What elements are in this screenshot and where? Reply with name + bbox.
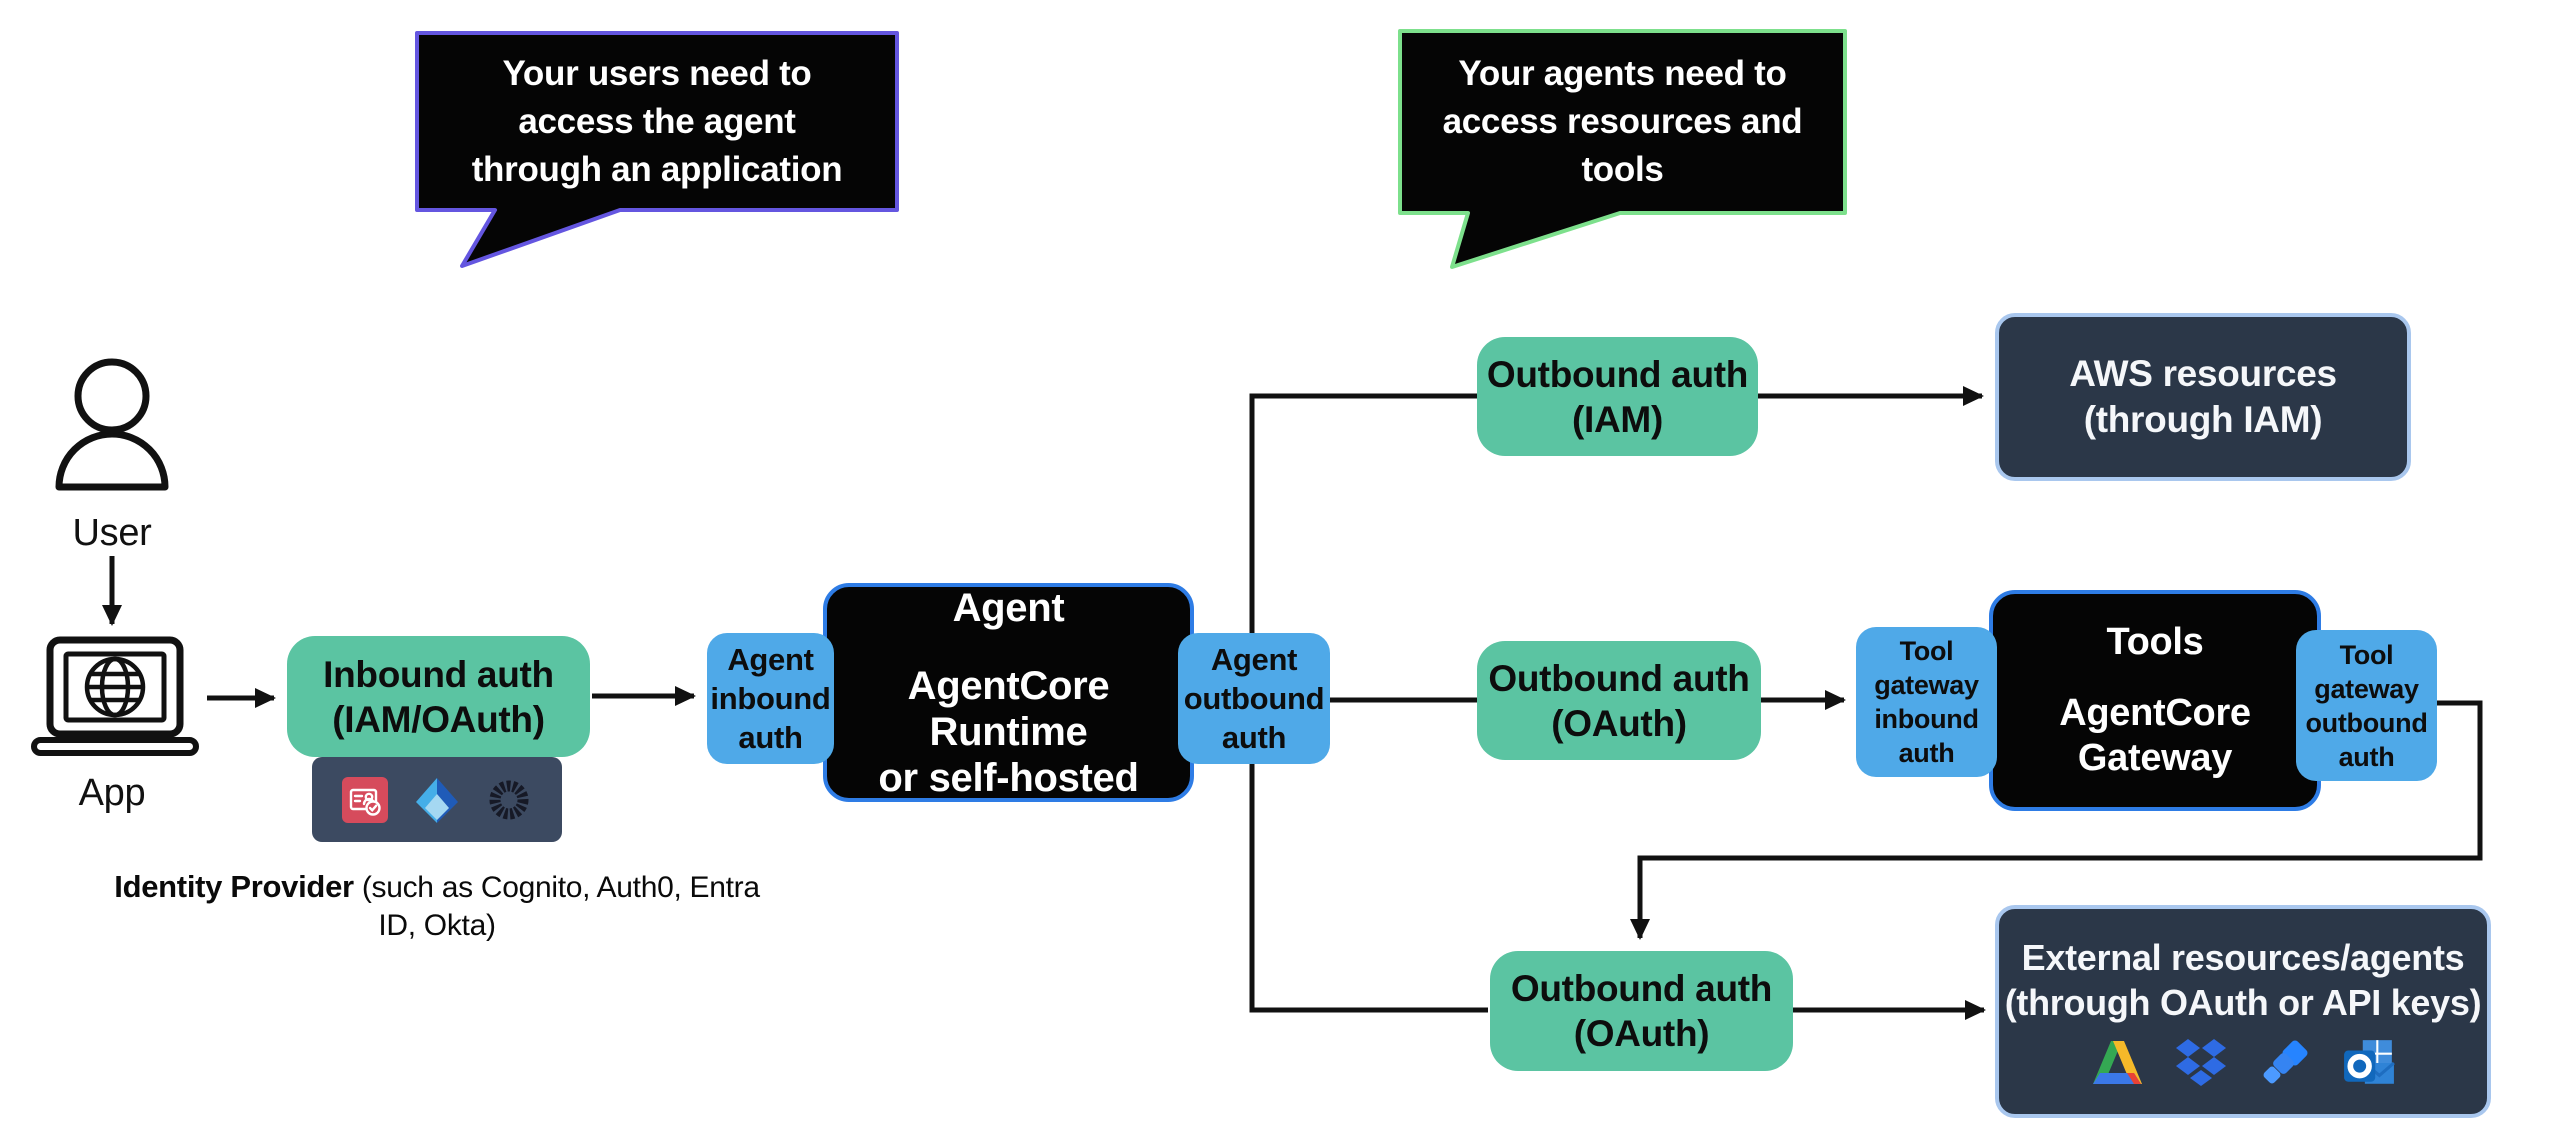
users-callout-text: Your users need to access the agent thro… xyxy=(417,33,897,210)
box-line: inbound xyxy=(1874,704,1979,734)
box-line: Outbound auth xyxy=(1488,657,1750,699)
inbound-auth-box: Inbound auth (IAM/OAuth) xyxy=(287,636,590,757)
outlook-icon xyxy=(2344,1039,2395,1084)
agent-outbound-auth-box: Agent outbound auth xyxy=(1178,633,1330,764)
dropbox-icon xyxy=(2176,1038,2226,1086)
box-line: gateway xyxy=(2314,673,2419,704)
callout-line: Your agents need to xyxy=(1458,54,1787,93)
box-line: Outbound auth xyxy=(1510,968,1773,1009)
users-callout-bubble xyxy=(415,31,899,268)
callout-line: access the agent xyxy=(518,101,796,141)
box-line: Agent xyxy=(1210,642,1298,677)
laptop-icon xyxy=(31,636,199,756)
external-resources-box: External resources/agents (through OAuth… xyxy=(1995,905,2491,1118)
box-line: auth xyxy=(1221,720,1287,755)
tools-title: Tools xyxy=(2106,621,2204,663)
box-line: Gateway xyxy=(2077,737,2233,779)
box-line: (through IAM) xyxy=(2083,399,2323,440)
agents-callout-text: Your agents need to access resources and… xyxy=(1400,31,1845,213)
box-line: outbound xyxy=(2305,707,2428,738)
callout-line: through an application xyxy=(471,149,843,189)
agent-inbound-auth-box: Agent inbound auth xyxy=(707,633,834,764)
arrow-gateway-to-oauth-bottom xyxy=(1630,700,2483,940)
callout-line: access resources and tools xyxy=(1442,102,1803,189)
box-line: Agent xyxy=(727,642,814,677)
box-line: (OAuth) xyxy=(1551,702,1687,744)
box-line: (IAM/OAuth) xyxy=(332,698,545,740)
identity-provider-title: Identity Provider xyxy=(114,869,354,904)
box-line: AgentCore Runtime xyxy=(907,663,1110,754)
box-line: inbound xyxy=(710,681,831,716)
box-line: auth xyxy=(738,720,803,755)
cognito-icon xyxy=(342,776,388,823)
okta-icon xyxy=(489,780,529,819)
callout-line: Your users need to xyxy=(502,53,812,93)
outbound-auth-oauth-mid-box: Outbound auth (OAuth) xyxy=(1477,641,1761,760)
box-line: or self-hosted xyxy=(878,755,1139,800)
box-line: AgentCore xyxy=(2059,692,2251,734)
outbound-auth-oauth-bottom-box: Outbound auth (OAuth) xyxy=(1490,951,1793,1071)
user-label: User xyxy=(72,512,152,554)
tool-gateway-outbound-auth-box: Tool gateway outbound auth xyxy=(2296,630,2437,781)
tools-gateway-box: Tools AgentCore Gateway xyxy=(1989,590,2321,811)
box-line: (IAM) xyxy=(1572,398,1663,440)
box-line: gateway xyxy=(1874,670,1979,700)
app-label: App xyxy=(78,772,146,814)
outbound-auth-iam-box: Outbound auth (IAM) xyxy=(1477,337,1758,456)
box-line: External resources/agents xyxy=(2021,936,2465,978)
box-line: auth xyxy=(2338,741,2395,772)
agents-callout-bubble xyxy=(1398,29,1847,269)
box-line: AWS resources xyxy=(2069,353,2337,394)
globe-icon xyxy=(84,656,146,718)
user-icon xyxy=(55,358,169,491)
box-line: (OAuth) xyxy=(1573,1013,1710,1054)
external-provider-icons xyxy=(2090,1037,2396,1089)
jira-icon xyxy=(2263,1040,2308,1083)
identity-provider-subtitle: (such as Cognito, Auth0, Entra ID, Okta) xyxy=(361,871,760,942)
identity-provider-box xyxy=(312,757,562,842)
aws-resources-box: AWS resources (through IAM) xyxy=(1995,313,2411,481)
google-drive-icon xyxy=(2093,1040,2142,1084)
box-line: Tool xyxy=(2339,639,2394,670)
identity-provider-caption: Identity Provider (such as Cognito, Auth… xyxy=(107,868,767,945)
box-line: Outbound auth xyxy=(1486,353,1749,395)
microsoft-entra-id-icon xyxy=(416,777,458,823)
box-line: auth xyxy=(1898,738,1955,768)
box-line: Inbound auth xyxy=(323,653,554,695)
agent-runtime-box: Agent AgentCore Runtime or self-hosted xyxy=(823,583,1194,802)
box-line: Tool xyxy=(1899,636,1954,666)
box-line: outbound xyxy=(1183,681,1325,716)
tool-gateway-inbound-auth-box: Tool gateway inbound auth xyxy=(1856,627,1997,777)
box-line: (through OAuth or API keys) xyxy=(2004,981,2482,1023)
agent-title: Agent xyxy=(952,585,1065,630)
